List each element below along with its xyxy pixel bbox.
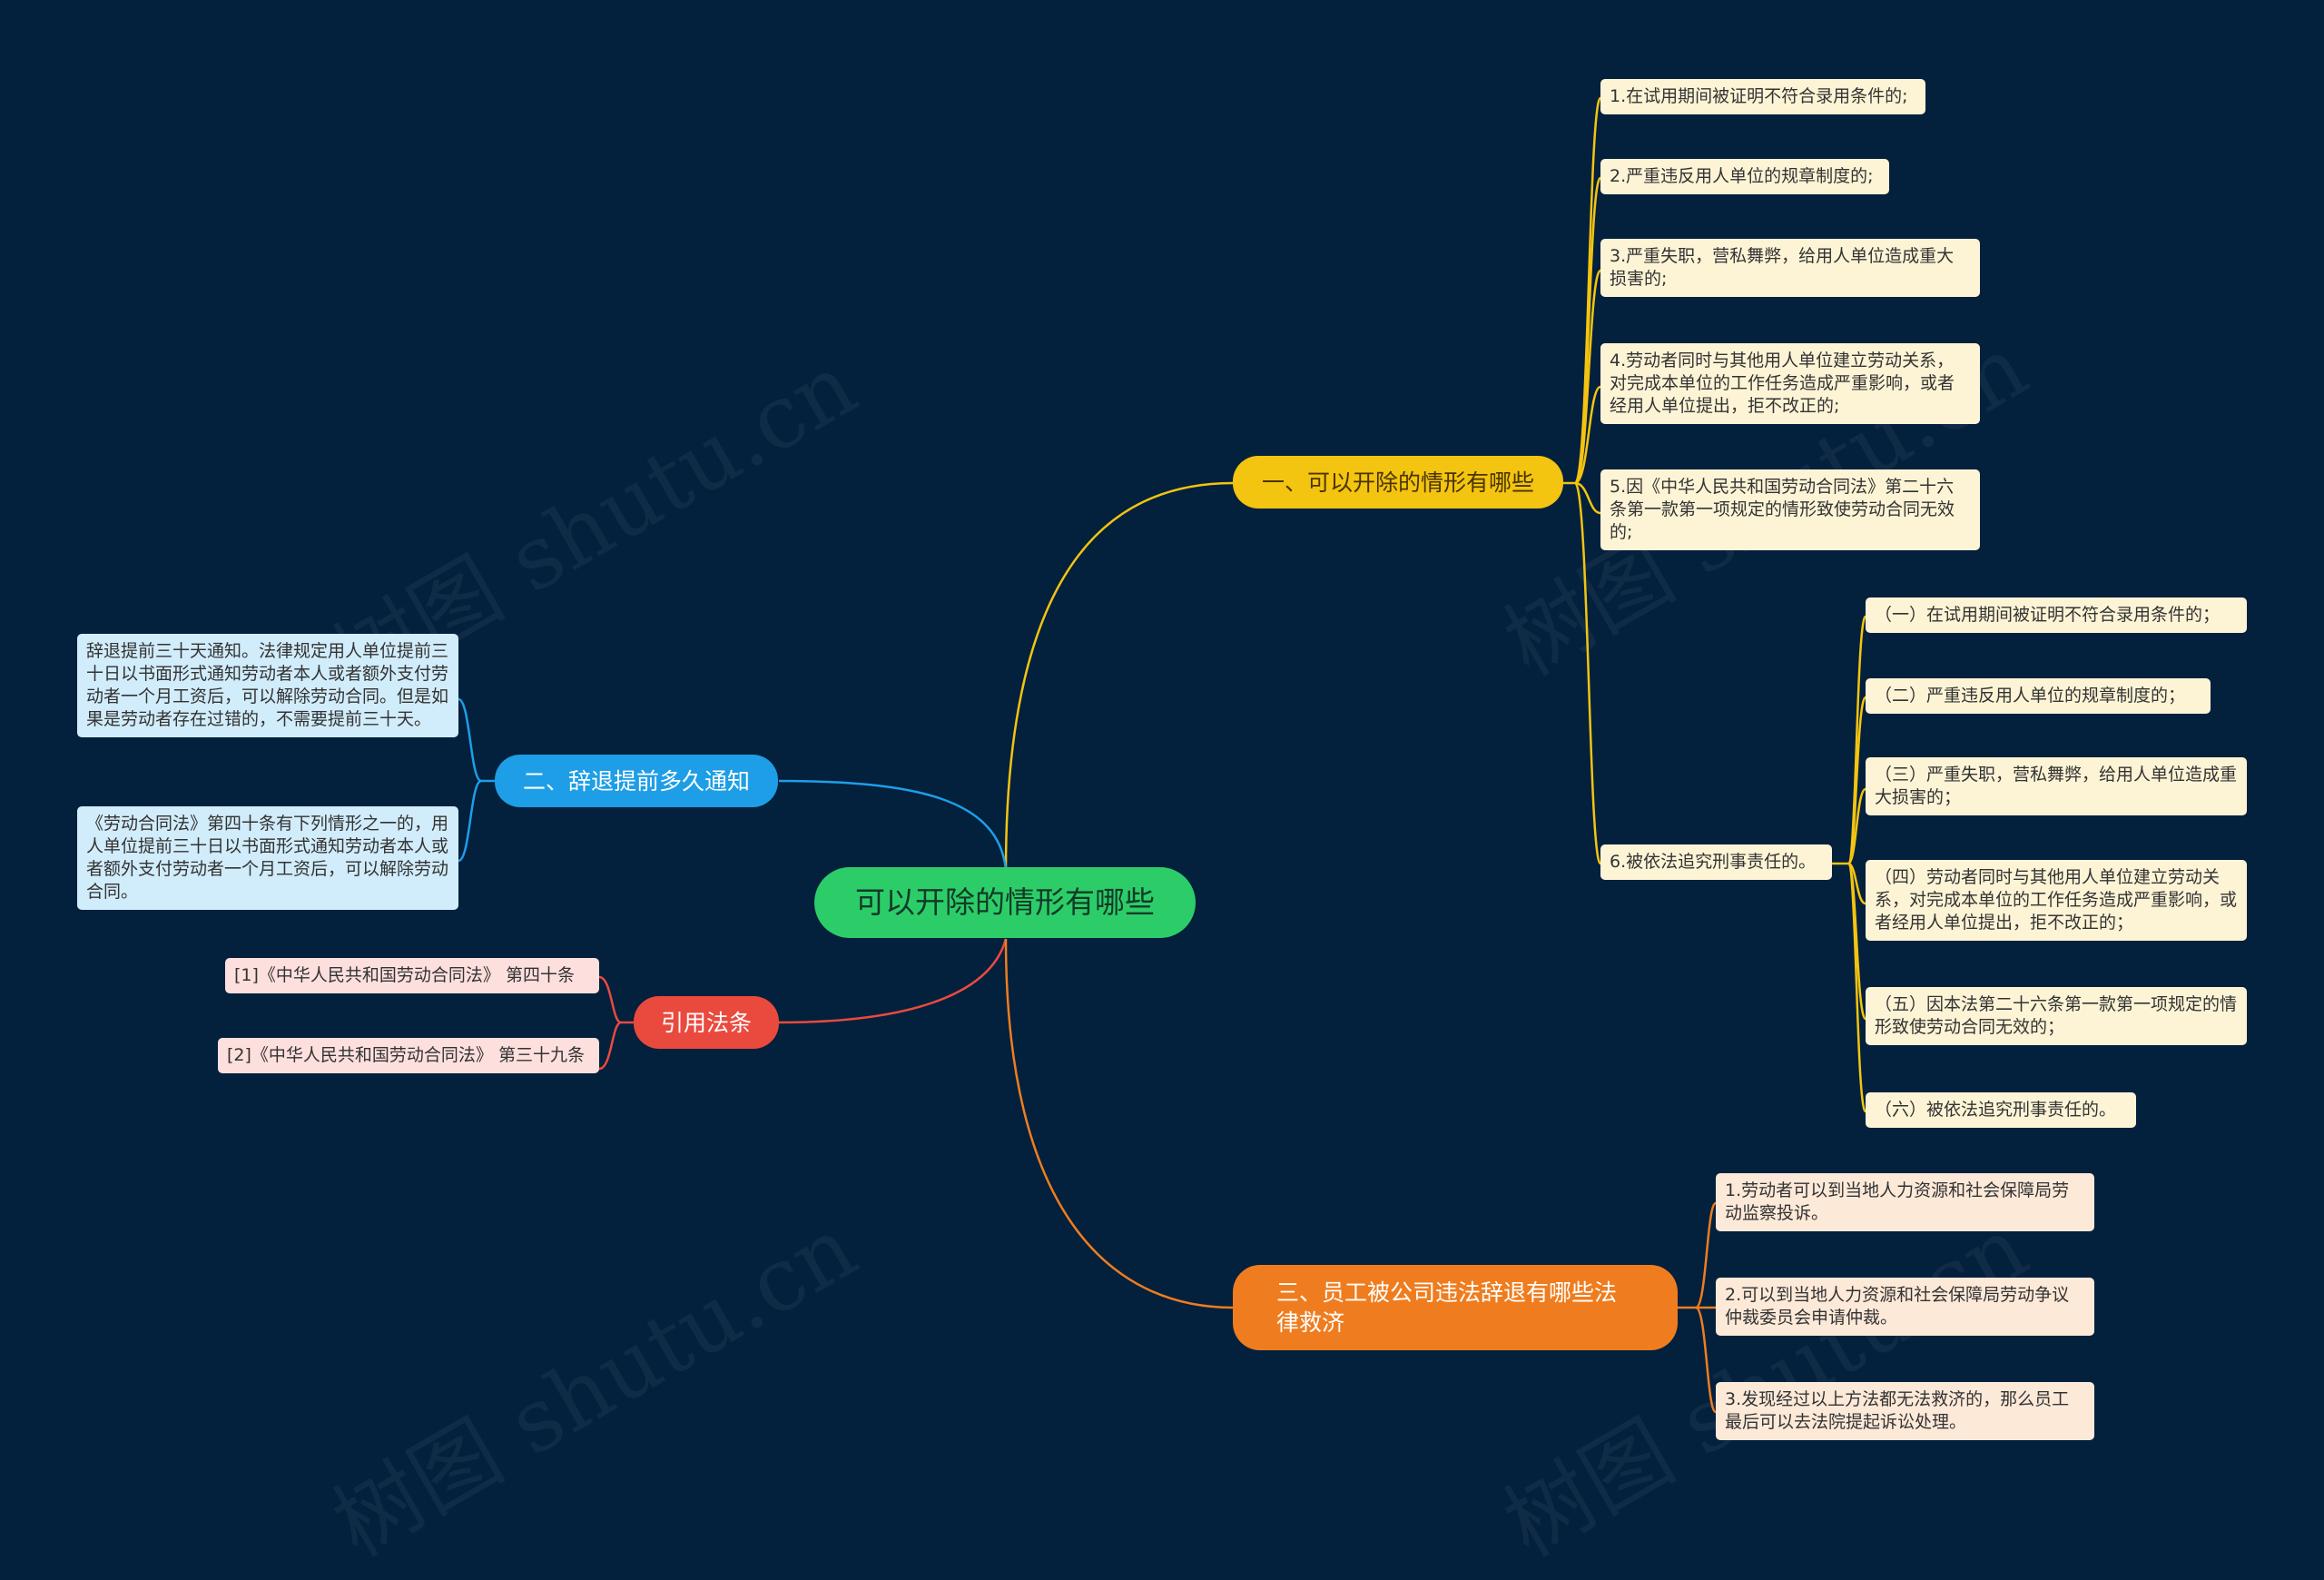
branch-dismissal-cases[interactable]: 一、可以开除的情形有哪些 <box>1233 456 1563 509</box>
leaf-case-2[interactable]: 2.严重违反用人单位的规章制度的; <box>1600 159 1889 195</box>
leaf-subcase-3[interactable]: （三）严重失职，营私舞弊，给用人单位造成重大损害的； <box>1866 757 2247 816</box>
leaf-case-1[interactable]: 1.在试用期间被证明不符合录用条件的; <box>1600 79 1925 115</box>
link-root-branch3 <box>778 938 1008 1024</box>
leaf-subcase-2[interactable]: （二）严重违反用人单位的规章制度的； <box>1866 678 2211 715</box>
leaf-subcase-1[interactable]: （一）在试用期间被证明不符合录用条件的； <box>1866 597 2247 634</box>
leaf-case-6[interactable]: 6.被依法追究刑事责任的。 <box>1600 844 1832 881</box>
leaf-remedy-1[interactable]: 1.劳动者可以到当地人力资源和社会保障局劳动监察投诉。 <box>1716 1173 2094 1232</box>
leaf-subcase-4[interactable]: （四）劳动者同时与其他用人单位建立劳动关系，对完成本单位的工作任务造成严重影响，… <box>1866 860 2247 942</box>
leaf-subcase-6[interactable]: （六）被依法追究刑事责任的。 <box>1866 1092 2136 1129</box>
root-topic[interactable]: 可以开除的情形有哪些 <box>814 867 1196 938</box>
leaf-case-3[interactable]: 3.严重失职，营私舞弊，给用人单位造成重大损害的; <box>1600 239 1980 298</box>
leaf-remedy-3[interactable]: 3.发现经过以上方法都无法救济的，那么员工最后可以去法院提起诉讼处理。 <box>1716 1382 2094 1441</box>
leaf-notice-2[interactable]: 《劳动合同法》第四十条有下列情形之一的，用人单位提前三十日以书面形式通知劳动者本… <box>77 806 458 911</box>
leaf-remedy-2[interactable]: 2.可以到当地人力资源和社会保障局劳动争议仲裁委员会申请仲裁。 <box>1716 1278 2094 1337</box>
leaf-case-5[interactable]: 5.因《中华人民共和国劳动合同法》第二十六条第一款第一项规定的情形致使劳动合同无… <box>1600 469 1980 551</box>
leaf-notice-1[interactable]: 辞退提前三十天通知。法律规定用人单位提前三十日以书面形式通知劳动者本人或者额外支… <box>77 634 458 738</box>
link-root-branch4 <box>1004 938 1234 1309</box>
leaf-case-4[interactable]: 4.劳动者同时与其他用人单位建立劳动关系，对完成本单位的工作任务造成严重影响，或… <box>1600 343 1980 425</box>
leaf-law-1[interactable]: [1]《中华人民共和国劳动合同法》 第四十条 <box>225 958 599 994</box>
leaf-law-2[interactable]: [2]《中华人民共和国劳动合同法》 第三十九条 <box>218 1038 599 1074</box>
connector-lines <box>458 96 1867 1414</box>
branch-notice-period[interactable]: 二、辞退提前多久通知 <box>495 755 778 807</box>
leaf-subcase-5[interactable]: （五）因本法第二十六条第一款第一项规定的情形致使劳动合同无效的； <box>1866 987 2247 1046</box>
link-root-branch1 <box>1004 481 1234 871</box>
branch-legal-remedies[interactable]: 三、员工被公司违法辞退有哪些法律救济 <box>1233 1265 1678 1350</box>
link-root-branch2 <box>778 779 1008 871</box>
branch-cited-laws[interactable]: 引用法条 <box>634 996 779 1049</box>
